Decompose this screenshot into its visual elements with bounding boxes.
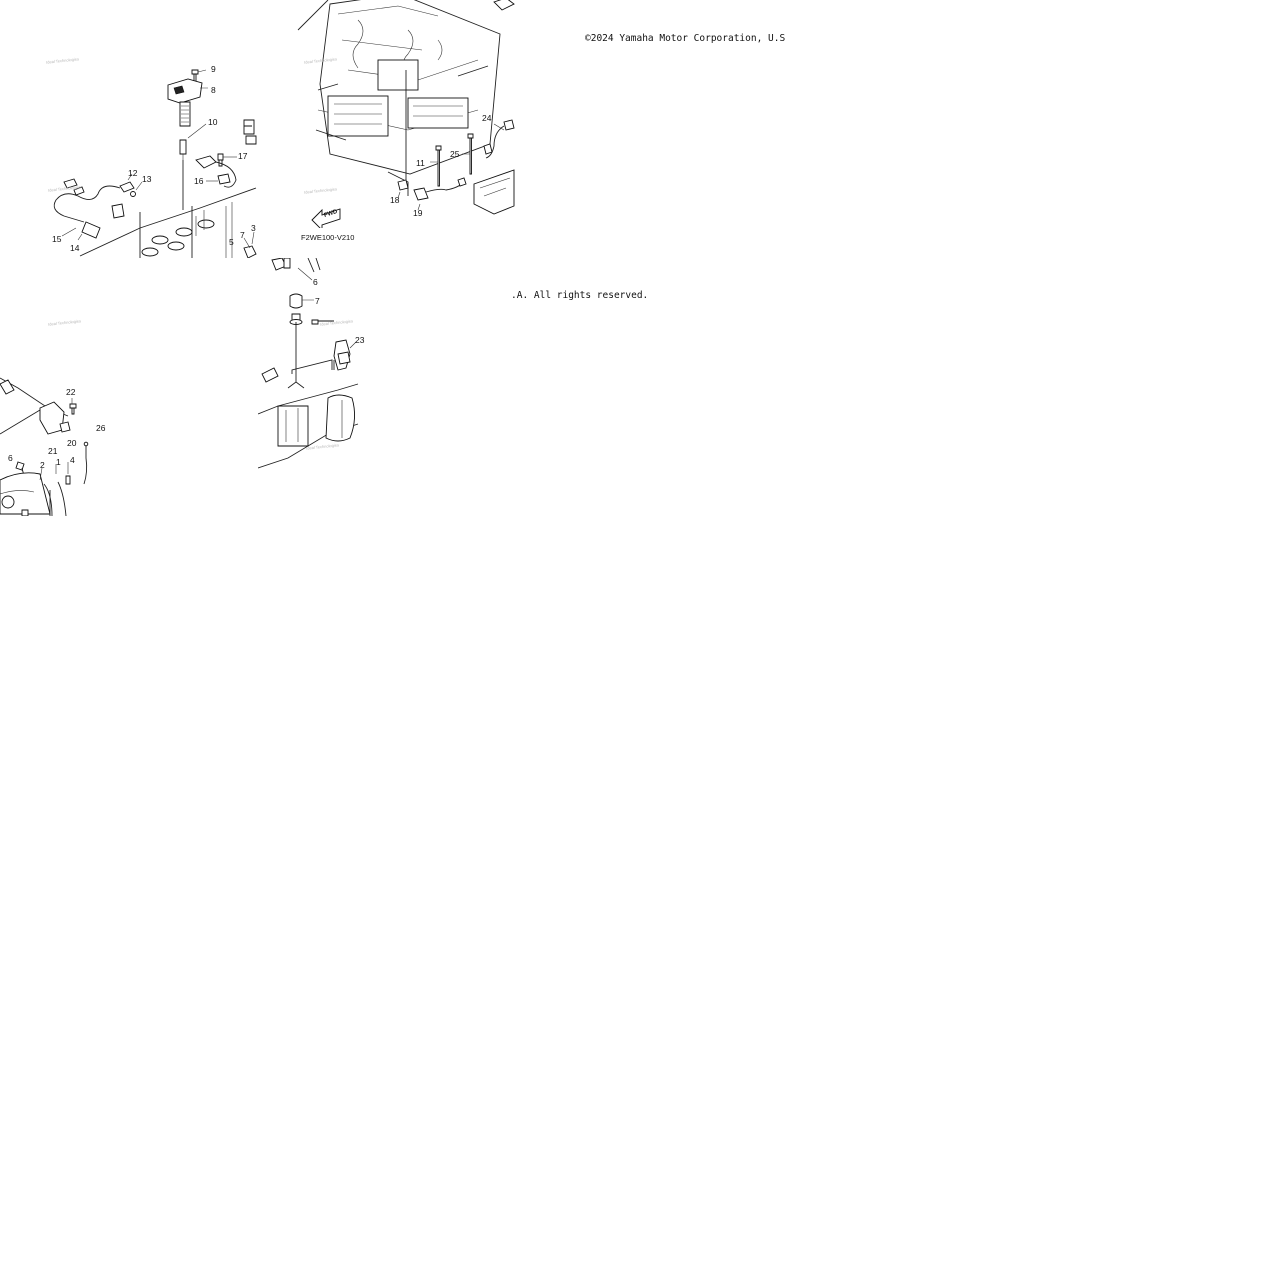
- callout-12: 12: [128, 168, 138, 178]
- callout-8: 8: [211, 85, 216, 95]
- callout-7b: 7: [315, 296, 320, 306]
- callout-9: 9: [211, 64, 216, 74]
- callout-22: 22: [66, 387, 76, 397]
- callout-20: 20: [67, 438, 77, 448]
- callout-10: 10: [208, 117, 218, 127]
- callout-2: 2: [40, 460, 45, 470]
- callout-23: 23: [355, 335, 365, 345]
- diagram-tile-throttle: Ideal Technologies 22 26 20 21 6 2 1 4: [0, 258, 258, 516]
- callout-6a: 6: [313, 277, 318, 287]
- callout-6b: 6: [8, 453, 13, 463]
- copyright-line-1: ©2024 Yamaha Motor Corporation, U.S: [585, 33, 786, 44]
- throttle-parts-drawing: [0, 377, 89, 516]
- copyright-line-2: .A. All rights reserved.: [511, 290, 649, 301]
- ignition-parts-drawing: [53, 69, 257, 258]
- callout-1: 1: [56, 457, 61, 467]
- callout-3: 3: [251, 223, 256, 233]
- fuel-rail-drawing: [258, 258, 359, 469]
- callout-14: 14: [70, 243, 80, 253]
- callout-19: 19: [413, 208, 423, 218]
- callout-16: 16: [194, 176, 204, 186]
- callout-5: 5: [229, 237, 234, 247]
- diagram-tile-engine: Ideal Technologies Ideal Technologies 11…: [258, 0, 516, 258]
- engine-block-drawing: [297, 0, 515, 215]
- callout-17: 17: [238, 151, 248, 161]
- callout-4: 4: [70, 455, 75, 465]
- callout-25: 25: [450, 149, 460, 159]
- callout-24: 24: [482, 113, 492, 123]
- callout-26: 26: [96, 423, 106, 433]
- diagram-code: F2WE100-V210: [301, 233, 355, 242]
- callout-21: 21: [48, 446, 58, 456]
- fwd-arrow-icon: [311, 208, 341, 228]
- callout-15: 15: [52, 234, 62, 244]
- callout-18: 18: [390, 195, 400, 205]
- callout-7a: 7: [240, 230, 245, 240]
- diagram-tile-ignition: Ideal Technologies Ideal Technologies 9 …: [0, 0, 258, 258]
- diagram-tile-fuel-rail: Ideal Technologies Ideal Technologies 6 …: [258, 258, 516, 516]
- callout-11: 11: [416, 158, 425, 168]
- callout-13: 13: [142, 174, 152, 184]
